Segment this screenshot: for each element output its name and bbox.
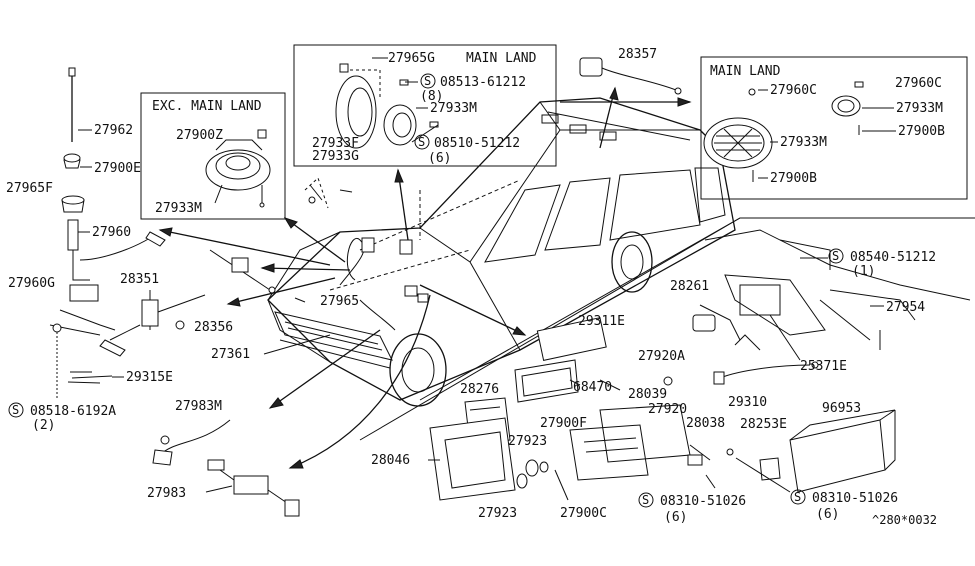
- label-27923-bottom: 27923: [478, 506, 517, 521]
- label-27900B-top: 27900B: [898, 124, 945, 139]
- screw-mark: S: [832, 249, 839, 263]
- screw-mark: S: [418, 135, 425, 149]
- label-27900B-bottom: 27900B: [770, 171, 817, 186]
- part-28357-drawing: [579, 57, 682, 95]
- label-27933M-exc: 27933M: [155, 201, 202, 216]
- leader-arrows: [158, 86, 692, 469]
- main-land-top-speakers: [304, 63, 439, 209]
- main-land-right-box: MAIN LAND: [700, 56, 968, 200]
- screw-08510: S 08510-51212 (6): [411, 124, 520, 166]
- screw-08310-right-number: 08310-51026: [812, 491, 898, 506]
- screw-08310-right-qty: (6): [816, 507, 839, 522]
- part-27983-drawing: [207, 459, 300, 517]
- label-27960C-left: 27960C: [770, 83, 817, 98]
- car-body-drawing: [267, 97, 736, 407]
- label-27954: 27954: [886, 300, 925, 315]
- label-25371E: 25371E: [800, 359, 847, 374]
- main-land-right-speakers: [703, 81, 864, 182]
- part-labels: 27962 27900E 27965F 27960 27960G 28351 2…: [6, 47, 945, 527]
- label-27900F: 27900F: [540, 416, 587, 431]
- label-27960: 27960: [92, 225, 131, 240]
- box-title-exc-main-land: EXC. MAIN LAND: [152, 99, 262, 114]
- label-29310: 29310: [728, 395, 767, 410]
- label-28046: 28046: [371, 453, 410, 468]
- box-title-main-land-top: MAIN LAND: [466, 51, 537, 66]
- label-27960C-right: 27960C: [895, 76, 942, 91]
- label-27933M-right-2: 27933M: [780, 135, 827, 150]
- label-28039: 28039: [628, 387, 667, 402]
- part-27983M-drawing: [152, 419, 231, 466]
- label-27965F: 27965F: [6, 181, 53, 196]
- screw-08310-left-number: 08310-51026: [660, 494, 746, 509]
- screw-08310-left-qty: (6): [664, 510, 687, 525]
- label-28261: 28261: [670, 279, 709, 294]
- screw-08540: S 08540-51212 (1): [800, 248, 936, 279]
- screw-08518-qty: (2): [32, 418, 55, 433]
- label-29315E: 29315E: [126, 370, 173, 385]
- label-27983M: 27983M: [175, 399, 222, 414]
- screw-08513-number: 08513-61212: [440, 75, 526, 90]
- screw-08540-number: 08540-51212: [850, 250, 936, 265]
- screw-08518-number: 08518-6192A: [30, 404, 116, 419]
- label-28276: 28276: [460, 382, 499, 397]
- label-28253E: 28253E: [740, 417, 787, 432]
- label-27933F: 27933F: [312, 136, 359, 151]
- label-27965G: 27965G: [388, 51, 435, 66]
- part-28351-drawing: [109, 290, 206, 341]
- screw-mark: S: [794, 490, 801, 504]
- label-28351: 28351: [120, 272, 159, 287]
- screw-08513: S 08513-61212 (8): [405, 73, 526, 104]
- label-27920: 27920: [648, 402, 687, 417]
- label-28356: 28356: [194, 320, 233, 335]
- screw-08513-qty: (8): [420, 89, 443, 104]
- label-27965: 27965: [320, 294, 359, 309]
- screw-08310-right: S 08310-51026 (6): [735, 457, 898, 522]
- label-27900Z: 27900Z: [176, 128, 223, 143]
- label-27920A: 27920A: [638, 349, 685, 364]
- exc-main-land-speaker: [205, 129, 271, 208]
- label-27900C: 27900C: [560, 506, 607, 521]
- dashboard-drawing: [692, 229, 971, 385]
- exc-main-land-box: EXC. MAIN LAND: [140, 92, 286, 220]
- label-27960G: 27960G: [8, 276, 55, 291]
- screw-08540-qty: (1): [852, 264, 875, 279]
- label-68470: 68470: [573, 380, 612, 395]
- screw-mark: S: [12, 403, 19, 417]
- label-27923-top: 27923: [508, 434, 547, 449]
- label-27361: 27361: [211, 347, 250, 362]
- label-96953: 96953: [822, 401, 861, 416]
- screw-08310-left: S 08310-51026 (6): [638, 492, 746, 525]
- part-28356-drawing: [209, 249, 276, 294]
- label-29311E: 29311E: [578, 314, 625, 329]
- screw-08510-qty: (6): [428, 151, 451, 166]
- box-title-main-land-right: MAIN LAND: [710, 64, 781, 79]
- part-29315E-drawing: [67, 371, 113, 384]
- screw-callouts: S 08518-6192A (2) S 08513-61212 (8) S 08…: [8, 73, 936, 525]
- label-27983: 27983: [147, 486, 186, 501]
- screw-08510-number: 08510-51212: [434, 136, 520, 151]
- label-27933M-right-1: 27933M: [896, 101, 943, 116]
- label-27900E: 27900E: [94, 161, 141, 176]
- label-27933G: 27933G: [312, 149, 359, 164]
- screw-08518: S 08518-6192A (2): [8, 332, 116, 433]
- label-27962: 27962: [94, 123, 133, 138]
- main-land-top-box: MAIN LAND: [293, 44, 557, 167]
- label-28357: 28357: [618, 47, 657, 62]
- label-27933M-top: 27933M: [430, 101, 477, 116]
- diagram-id: ^280*0032: [872, 513, 937, 527]
- label-28038: 28038: [686, 416, 725, 431]
- antenna-assembly: [49, 67, 166, 357]
- screw-mark: S: [424, 74, 431, 88]
- screw-mark: S: [642, 493, 649, 507]
- radio-console-parts: [429, 317, 896, 501]
